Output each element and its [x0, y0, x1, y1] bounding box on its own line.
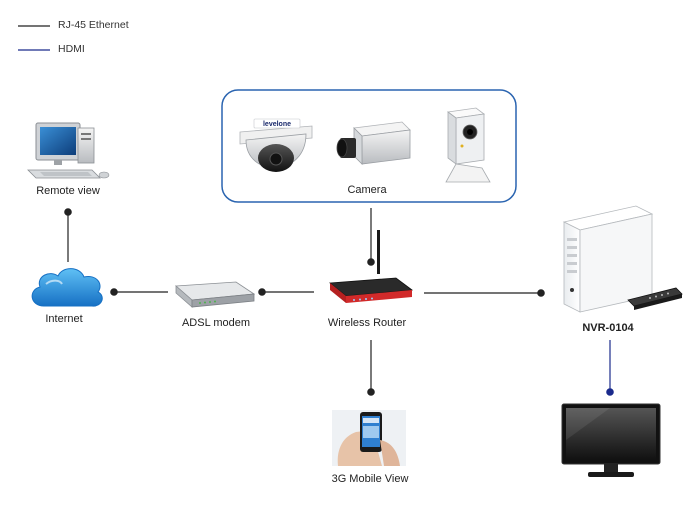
- monitor-tv-icon: [561, 403, 661, 477]
- adsl-modem-label: ADSL modem: [181, 317, 251, 329]
- wireless-router-label: Wireless Router: [327, 317, 407, 329]
- smartphone-icon: [332, 410, 406, 466]
- camera-label: Camera: [347, 184, 387, 196]
- wireless-router-icon: [328, 230, 414, 303]
- nvr-label: NVR-0104: [582, 322, 634, 334]
- remote-control-icon: [627, 287, 683, 310]
- desktop-computer-icon: [27, 122, 110, 179]
- hdmi-connection: [606, 340, 614, 396]
- cloud-icon: [31, 268, 103, 307]
- nvr-icon: [562, 205, 654, 313]
- camera-brand-text: levelone: [263, 121, 291, 128]
- camera-group-box: [221, 89, 517, 203]
- dome-camera-icon: levelone: [239, 118, 313, 172]
- cube-camera-icon: [445, 107, 491, 183]
- ethernet-connections: [64, 208, 545, 396]
- box-camera-icon: [336, 121, 411, 165]
- mobile-view-label: 3G Mobile View: [331, 473, 409, 485]
- remote-view-label: Remote view: [36, 185, 100, 197]
- legend-ethernet-label: RJ-45 Ethernet: [58, 19, 129, 31]
- modem-icon: [175, 281, 256, 308]
- legend-hdmi-label: HDMI: [58, 43, 85, 55]
- internet-label: Internet: [45, 313, 83, 325]
